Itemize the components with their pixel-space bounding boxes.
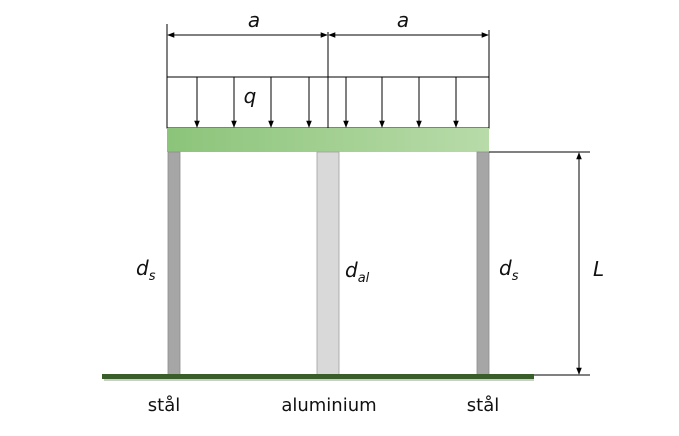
span-label-left: a [248, 8, 260, 32]
column-left-steel [167, 151, 181, 376]
diameter-label-left: ds [136, 256, 156, 284]
load-label: q [244, 84, 257, 108]
ground [102, 374, 534, 379]
span-label-right: a [397, 8, 409, 32]
diameter-label-right: ds [499, 256, 519, 284]
material-label-middle: aluminium [281, 395, 376, 416]
material-label-left: stål [148, 395, 180, 416]
column-right-steel [476, 151, 490, 376]
height-dimension: L [489, 151, 604, 376]
span-dimension: a a [166, 8, 490, 128]
height-label: L [593, 257, 604, 281]
column-middle-aluminium [316, 151, 340, 376]
material-label-right: stål [467, 395, 499, 416]
diameter-label-middle: dal [345, 258, 370, 286]
ground-shadow [104, 379, 534, 381]
load-arrows [194, 77, 459, 128]
beam [167, 128, 489, 152]
